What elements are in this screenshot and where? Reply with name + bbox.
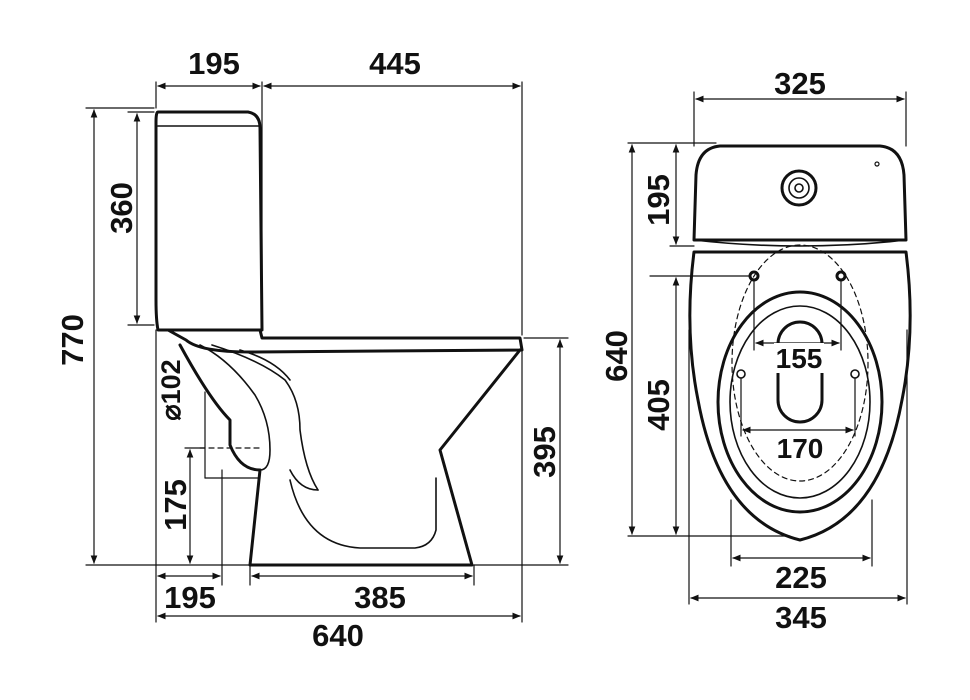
dim-total-height: 770: [55, 314, 90, 366]
side-view: 195 445 360 770 ⌀102 175 395 195 385: [55, 46, 569, 653]
dim-bowl-depth: 445: [369, 46, 421, 81]
dim-top-bowl-depth: 405: [641, 379, 676, 431]
dim-base-offset: 195: [164, 580, 216, 615]
bowl-rim: [166, 328, 524, 354]
floor-hole-left: [736, 369, 746, 379]
dim-seat-height: 395: [527, 426, 562, 478]
dim-seat-holes: 155: [776, 343, 823, 374]
trapway: [199, 344, 271, 471]
bowl-body: [178, 343, 522, 567]
seat-outer: [716, 290, 884, 514]
dim-tank-height: 360: [104, 182, 139, 234]
top-view: 325 195 640 405 155 170 225: [599, 66, 912, 635]
flush-button: [780, 169, 818, 207]
dim-outlet-diameter: ⌀102: [156, 359, 186, 420]
seat-dashed: [731, 244, 869, 482]
dim-total-length: 640: [312, 618, 364, 653]
dim-bowl-inner-width: 225: [775, 560, 827, 595]
bowl-outer: [688, 250, 912, 542]
dim-base-length: 385: [354, 580, 406, 615]
bowl-inner: [289, 477, 437, 549]
seat-hole-right: [835, 270, 847, 282]
dim-top-tank-width: 325: [774, 66, 826, 101]
dim-floor-holes: 170: [777, 433, 824, 464]
seat-inner: [729, 305, 871, 499]
dim-top-total-depth: 640: [599, 330, 634, 382]
tank-top-outline: [692, 144, 908, 242]
tank-outline: [154, 110, 264, 332]
dim-bowl-outer-width: 345: [775, 600, 827, 635]
dim-outlet-height: 175: [158, 479, 193, 531]
dim-tank-width: 195: [188, 46, 240, 81]
dim-top-tank-depth: 195: [641, 174, 676, 226]
floor-hole-right: [850, 369, 860, 379]
